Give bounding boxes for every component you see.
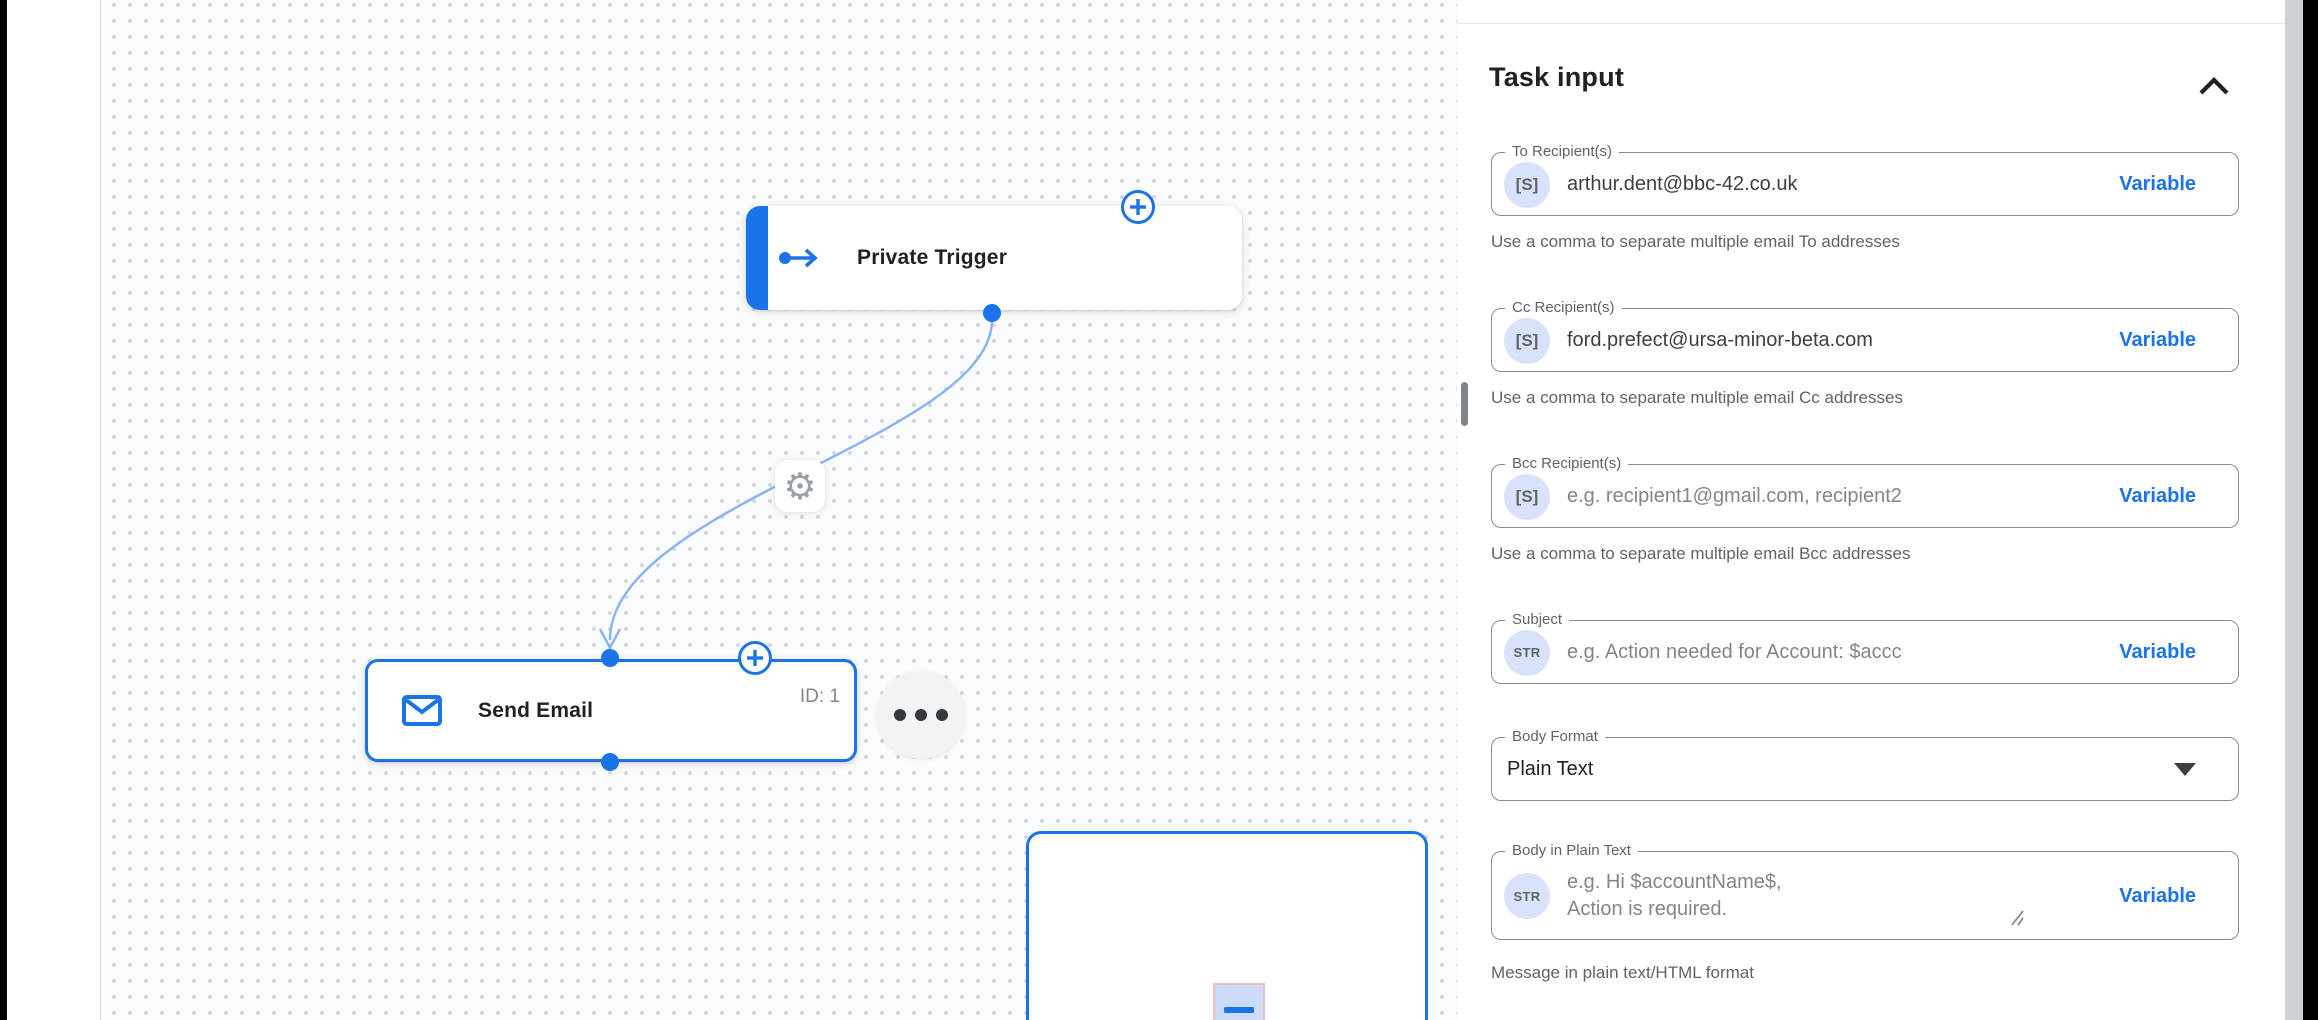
plus-icon xyxy=(1130,199,1146,215)
subject-label: Subject xyxy=(1512,611,1563,628)
send-email-output-port[interactable] xyxy=(601,753,619,771)
trigger-node[interactable]: Private Trigger xyxy=(746,206,1242,310)
body-variable-link[interactable]: Variable xyxy=(2119,884,2196,907)
collapse-section-button[interactable] xyxy=(2193,66,2235,106)
to-recipients-field[interactable]: To Recipient(s) [S] arthur.dent@bbc-42.c… xyxy=(1491,144,2239,216)
to-variable-link[interactable]: Variable xyxy=(2119,173,2196,195)
trigger-arrow-icon xyxy=(779,248,818,268)
left-gutter xyxy=(7,0,101,1020)
node-more-actions-button[interactable] xyxy=(877,671,965,759)
body-text-placeholder[interactable]: e.g. Hi $accountName$, Action is require… xyxy=(1567,871,1782,920)
string-type-chip: [S] xyxy=(1504,473,1550,520)
cc-recipients-label: Cc Recipient(s) xyxy=(1512,299,1615,316)
cc-recipients-value[interactable]: ford.prefect@ursa-minor-beta.com xyxy=(1567,329,1873,351)
string-type-chip: [S] xyxy=(1504,317,1550,364)
textarea-resize-handle[interactable] xyxy=(2008,910,2024,926)
bcc-helper-text: Use a comma to separate multiple email B… xyxy=(1491,544,1911,563)
trigger-add-edge-button[interactable] xyxy=(1121,190,1155,224)
chevron-up-icon xyxy=(2199,77,2229,95)
subject-variable-link[interactable]: Variable xyxy=(2119,641,2196,663)
ellipsis-icon xyxy=(894,709,906,721)
send-email-node-label: Send Email xyxy=(478,698,594,722)
email-icon xyxy=(402,695,442,726)
panel-scrollbar-thumb[interactable] xyxy=(1461,382,1468,426)
str-type-chip: STR xyxy=(1504,873,1550,919)
body-format-select[interactable]: Body Format Plain Text xyxy=(1491,729,2239,801)
string-type-chip: [S] xyxy=(1504,161,1550,208)
subject-placeholder[interactable]: e.g. Action needed for Account: $accc xyxy=(1567,641,1902,663)
to-recipients-value[interactable]: arthur.dent@bbc-42.co.uk xyxy=(1567,173,1798,195)
send-email-node[interactable]: Send Email ID: 1 xyxy=(365,659,857,762)
cc-variable-link[interactable]: Variable xyxy=(2119,329,2196,351)
dropdown-caret-icon[interactable] xyxy=(2174,763,2196,776)
body-text-field[interactable]: Body in Plain Text STR e.g. Hi $accountN… xyxy=(1491,843,2239,940)
trigger-output-port[interactable] xyxy=(983,304,1001,322)
bcc-recipients-field[interactable]: Bcc Recipient(s) [S] e.g. recipient1@gma… xyxy=(1491,456,2239,528)
cc-helper-text: Use a comma to separate multiple email C… xyxy=(1491,388,1903,407)
bcc-recipients-placeholder[interactable]: e.g. recipient1@gmail.com, recipient2 xyxy=(1567,485,1902,507)
node-id-badge: ID: 1 xyxy=(799,686,840,707)
send-email-input-port[interactable] xyxy=(601,649,619,667)
group-node-partial[interactable] xyxy=(1026,831,1428,1020)
panel-divider xyxy=(1457,23,2285,24)
subject-field[interactable]: Subject STR e.g. Action needed for Accou… xyxy=(1491,612,2239,684)
to-helper-text: Use a comma to separate multiple email T… xyxy=(1491,232,1900,251)
str-type-chip: STR xyxy=(1504,629,1550,676)
to-recipients-label: To Recipient(s) xyxy=(1512,143,1613,160)
cc-recipients-field[interactable]: Cc Recipient(s) [S] ford.prefect@ursa-mi… xyxy=(1491,300,2239,372)
edge-settings-card[interactable]: ⚙ xyxy=(775,460,825,512)
bcc-recipients-label: Bcc Recipient(s) xyxy=(1512,455,1622,472)
section-title: Task input xyxy=(1489,62,1625,92)
body-helper-text: Message in plain text/HTML format xyxy=(1491,963,1754,982)
screen-right-edge xyxy=(2303,0,2318,1020)
minus-icon xyxy=(1224,1007,1254,1013)
window-scrollbar[interactable] xyxy=(2285,0,2303,1020)
workflow-canvas[interactable]: Private Trigger ⚙ Send Email ID: 1 xyxy=(101,0,1457,1020)
bcc-variable-link[interactable]: Variable xyxy=(2119,485,2196,507)
gear-icon: ⚙ xyxy=(783,465,817,507)
body-text-label: Body in Plain Text xyxy=(1512,842,1631,859)
trigger-node-label: Private Trigger xyxy=(857,246,1008,269)
task-config-panel: Task input To Recipient(s) [S] arthur.de… xyxy=(1457,0,2285,1020)
send-email-add-edge-button[interactable] xyxy=(738,641,772,675)
collapse-group-chip[interactable] xyxy=(1213,983,1265,1020)
plus-icon xyxy=(747,650,763,666)
screen-left-edge xyxy=(0,0,7,1020)
trigger-node-accent-bar xyxy=(746,206,768,310)
body-format-value[interactable]: Plain Text xyxy=(1507,758,1594,780)
body-format-label: Body Format xyxy=(1512,728,1598,745)
